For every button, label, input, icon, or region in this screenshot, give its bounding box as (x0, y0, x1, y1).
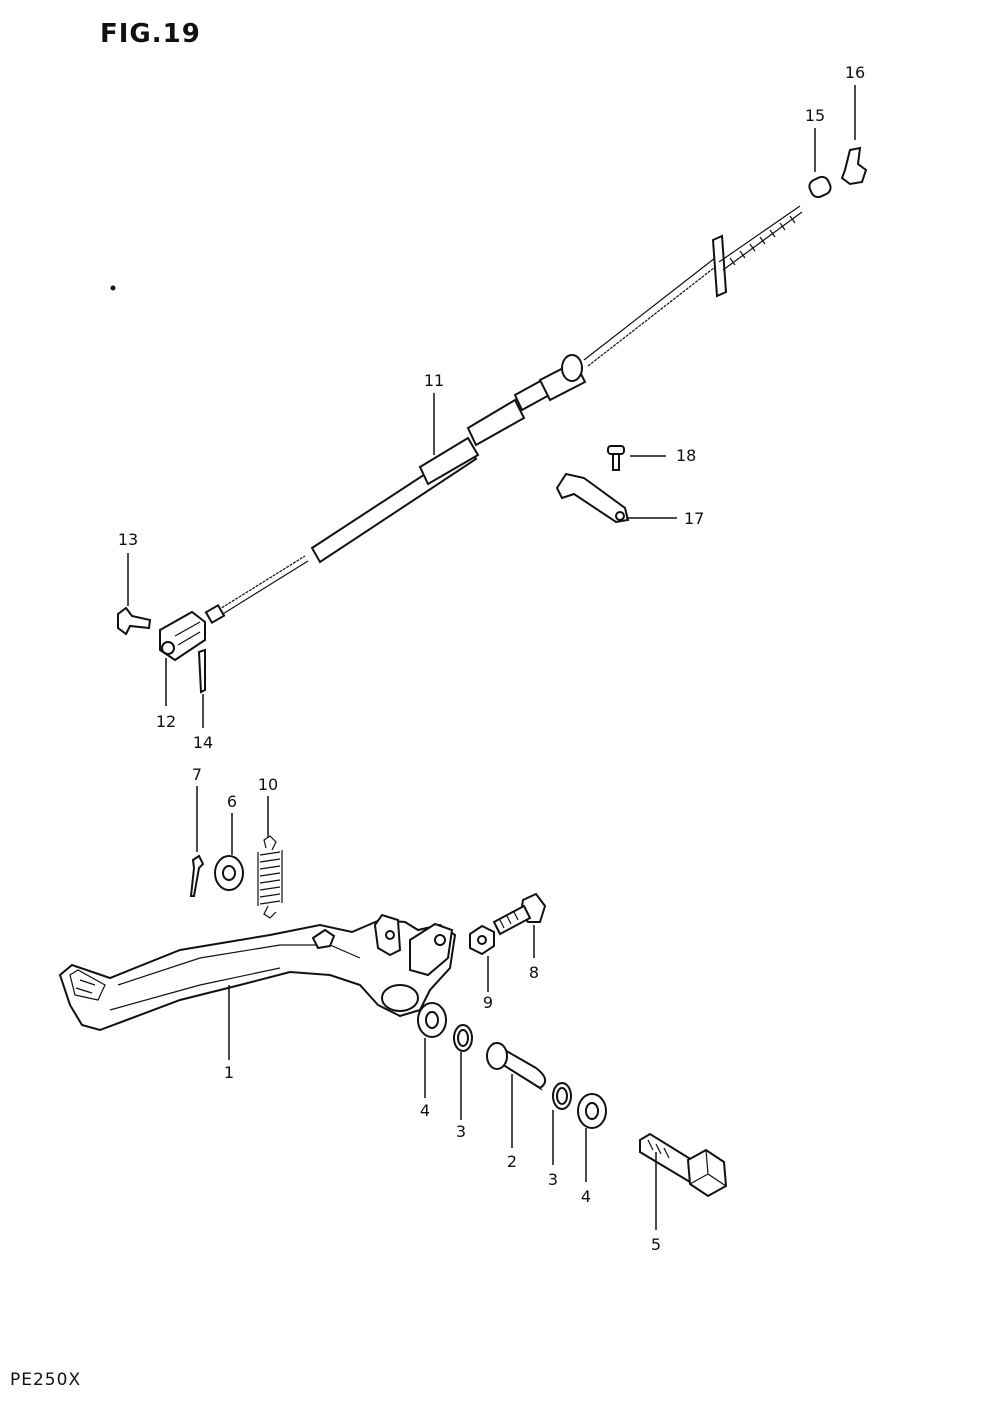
cable-guide-part (555, 472, 630, 524)
bolt-8-part (492, 892, 547, 936)
cotter-pin-7-part (189, 854, 205, 897)
figure-title: FIG.19 (100, 19, 201, 49)
callout-13: 13 (118, 530, 138, 549)
brake-cable-part (204, 205, 803, 625)
washer-6-part (214, 855, 244, 891)
callout-11: 11 (424, 371, 444, 390)
circlip-3b-part (552, 1082, 572, 1110)
nut-9-part (469, 924, 495, 956)
callout-4a: 4 (420, 1101, 430, 1120)
spring-part (257, 835, 283, 919)
callout-6: 6 (227, 792, 237, 811)
callout-17: 17 (684, 509, 704, 528)
model-code: PE250X (10, 1370, 81, 1390)
callout-labels: 11 16 15 18 17 13 12 14 7 6 10 1 8 9 4 3… (118, 63, 865, 1254)
callout-4b: 4 (581, 1187, 591, 1206)
cotter-pin-part (197, 648, 206, 694)
callout-12: 12 (156, 712, 176, 731)
washer-4b-part (577, 1093, 607, 1129)
wing-nut-part (840, 146, 868, 186)
bolt-5-part (639, 1132, 728, 1198)
circlip-3a-part (453, 1024, 473, 1052)
stray-mark (110, 285, 116, 291)
pin-15-part (808, 175, 832, 199)
callout-18: 18 (676, 446, 696, 465)
screw-part (607, 445, 625, 471)
callout-8: 8 (529, 963, 539, 982)
callout-3b: 3 (548, 1170, 558, 1189)
callout-10: 10 (258, 775, 278, 794)
callout-15: 15 (805, 106, 825, 125)
callout-14: 14 (193, 733, 213, 752)
callout-16: 16 (845, 63, 865, 82)
pin-part (117, 606, 152, 636)
washer-4a-part (417, 1002, 447, 1038)
callout-2: 2 (507, 1152, 517, 1171)
joint-part (159, 610, 206, 662)
callout-9: 9 (483, 993, 493, 1012)
leader-lines (127, 85, 856, 1230)
callout-7: 7 (192, 765, 202, 784)
callout-3a: 3 (456, 1122, 466, 1141)
callout-5: 5 (651, 1235, 661, 1254)
bushing-part (486, 1042, 547, 1091)
callout-1: 1 (224, 1063, 234, 1082)
brake-pedal-part (58, 913, 457, 1032)
